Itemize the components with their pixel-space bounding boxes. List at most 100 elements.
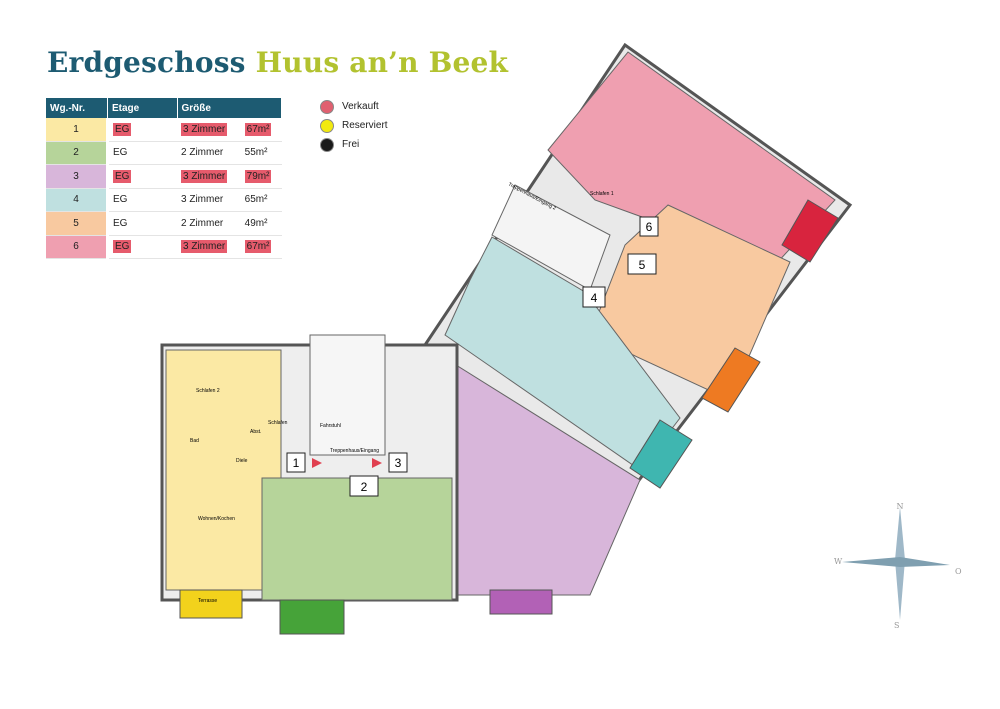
unit-size: 55m² [240,141,282,165]
unit-size: 65m² [240,188,282,212]
unit-floor-text: EG [113,122,132,136]
room-label-schlafen2: Schlafen 2 [196,388,220,394]
status-legend: Verkauft Reserviert Frei [320,97,388,154]
header-nr: Wg.-Nr. [46,98,108,118]
unit-number: 1 [46,118,109,142]
east-wing [422,42,853,508]
unit-floor: EG [107,235,177,259]
unit-rooms: 3 Zimmer [177,188,241,212]
compass-arrow-icon [842,557,950,567]
legend-label-sold: Verkauft [342,101,379,112]
legend-label-reserved: Reserviert [342,120,388,131]
unit-rooms: 2 Zimmer [177,211,241,236]
unit-number: 4 [46,188,109,212]
unit-rooms-text: 3 Zimmer [181,122,228,136]
header-etage: Etage [107,98,178,118]
compass-s: S [894,621,899,630]
unit-floor-text: EG [113,217,128,229]
room-label-diele: Diele [236,458,248,464]
sold-dot-icon [320,99,334,114]
unit-marker-4: 4 [582,286,606,308]
unit-size: 67m² [240,118,282,142]
unit-marker-6: 6 [639,216,659,237]
legend-item-reserved: Reserviert [320,116,388,135]
unit-floor-text: EG [113,240,132,254]
page-title: Erdgeschoss Huus an’n Beek [47,46,508,79]
unit-rooms-text: 2 Zimmer [181,217,224,229]
unit-size-text: 55m² [244,147,268,159]
unit-rooms: 3 Zimmer [177,235,241,259]
unit-size-text: 67m² [244,240,272,254]
terrace-6 [781,199,839,263]
compass-rose: N S W O [834,502,962,630]
unit-2-area [261,477,453,601]
room-label-terrasse: Terrasse [198,598,217,604]
compass-w: W [834,557,843,566]
unit-row: 6 EG 3 Zimmer 67m² [46,235,282,259]
unit-marker-2: 2 [349,475,379,497]
unit-rooms: 3 Zimmer [177,164,241,189]
room-label-bad: Bad [190,438,199,444]
units-table-header: Wg.-Nr. Etage Größe [46,98,282,118]
unit-row: 4 EG 3 Zimmer 65m² [46,188,282,212]
header-size: Größe [177,98,282,118]
terrace-2 [279,599,345,635]
unit-floor: EG [107,164,177,189]
unit-rooms-text: 3 Zimmer [181,194,224,206]
unit-number: 3 [46,164,109,189]
terrace-1 [179,589,243,619]
unit-size: 79m² [240,164,282,189]
terrace-5 [701,347,761,413]
unit-floor: EG [107,118,177,142]
stair-1-area [309,334,386,456]
unit-marker-2-label: 2 [361,480,368,494]
reserved-dot-icon [320,118,334,133]
unit-marker-5: 5 [627,253,657,275]
unit-row: 2 EG 2 Zimmer 55m² [46,141,282,165]
unit-size-text: 67m² [244,122,272,136]
unit-rooms-text: 3 Zimmer [181,240,228,254]
stair-label: Treppenhaus/Eingang [330,448,379,454]
unit-size-text: 79m² [244,169,272,183]
room-label-abst: Abst. [250,429,261,435]
unit-row: 1 EG 3 Zimmer 67m² [46,118,282,142]
free-dot-icon [320,137,334,152]
legend-label-free: Frei [342,139,360,150]
unit-marker-3-label: 3 [395,456,402,470]
entrance-arrow-icon [312,458,322,468]
unit-marker-3: 3 [388,452,408,473]
unit-number: 2 [46,141,109,165]
unit-rooms-text: 2 Zimmer [181,147,224,159]
compass-o: O [955,567,962,576]
unit-floor-text: EG [113,147,128,159]
unit-floor: EG [107,141,177,165]
unit-number: 5 [46,211,109,236]
compass-n: N [897,502,904,511]
terrace-3 [489,589,553,615]
unit-marker-1: 1 [286,452,306,473]
legend-item-sold: Verkauft [320,97,388,116]
unit-marker-6-label: 6 [646,220,653,234]
unit-size: 67m² [240,235,282,259]
unit-size: 49m² [240,211,282,236]
room-label-wohnen: Wohnen/Kochen [198,516,235,522]
unit-floor: EG [107,211,177,236]
unit-size-text: 65m² [244,194,268,206]
entrance-arrow-icon [372,458,382,468]
unit-size-text: 49m² [244,217,268,229]
unit-marker-4-label: 4 [591,291,598,305]
unit-rooms-text: 3 Zimmer [181,169,228,183]
title-building: Huus an’n Beek [255,46,509,79]
unit-rooms: 2 Zimmer [177,141,241,165]
unit-floor-text: EG [113,194,128,206]
unit-number: 6 [46,235,109,259]
unit-row: 5 EG 2 Zimmer 49m² [46,211,282,236]
unit-floor: EG [107,188,177,212]
legend-item-free: Frei [320,135,388,154]
room-label-schlafen1: Schlafen 1 [590,191,614,197]
room-label-schlafen: Schlafen [268,420,288,426]
title-floor: Erdgeschoss [47,46,246,79]
